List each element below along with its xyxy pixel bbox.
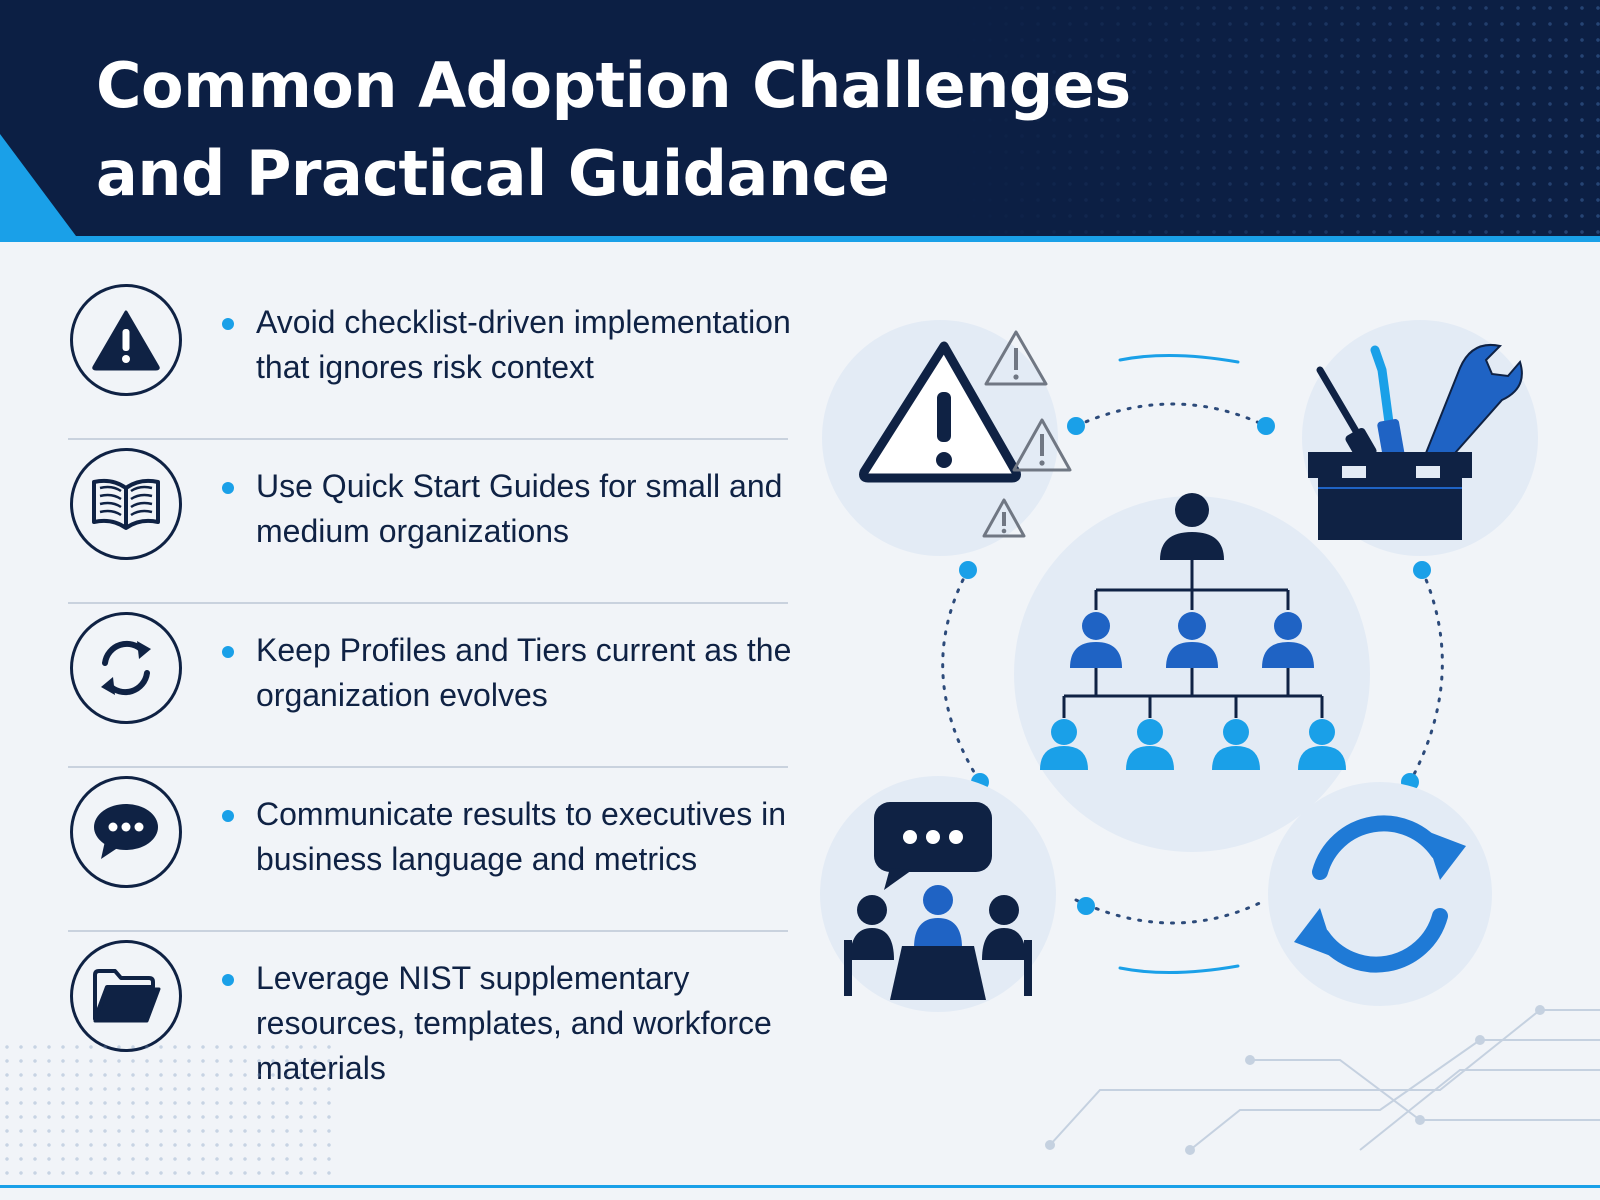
item-text: Leverage NIST supplementary resources, t…	[256, 960, 772, 1086]
bullet-dot	[222, 810, 234, 822]
org-chart-icon	[1014, 493, 1370, 852]
header-banner: Common Adoption Challenges and Practical…	[0, 0, 1600, 236]
refresh-cycle-icon	[1268, 782, 1492, 1006]
divider	[68, 602, 788, 604]
item-text: Use Quick Start Guides for small and med…	[256, 468, 783, 549]
bullet-dot	[222, 318, 234, 330]
circuit-lines-decoration	[1045, 1005, 1600, 1155]
bullet-dot	[222, 482, 234, 494]
item-text: Avoid checklist-driven implementation th…	[256, 304, 791, 385]
open-book-icon	[70, 448, 182, 560]
bullet-dot	[222, 646, 234, 658]
title-line-2: and Practical Guidance	[96, 137, 890, 210]
diagram-connectors	[941, 353, 1444, 975]
list-item: Avoid checklist-driven implementation th…	[68, 276, 791, 440]
page-title: Common Adoption Challenges and Practical…	[96, 42, 1131, 218]
folder-icon	[70, 940, 182, 1052]
list-item: Communicate results to executives in bus…	[68, 768, 788, 932]
team-meeting-icon	[820, 776, 1056, 1012]
header-underline	[0, 236, 1600, 242]
refresh-cycle-icon	[70, 612, 182, 724]
chat-bubble-icon	[70, 776, 182, 888]
list-item: Keep Profiles and Tiers current as the o…	[68, 604, 791, 768]
divider	[68, 930, 788, 932]
toolbox-icon	[1302, 320, 1538, 556]
divider	[68, 766, 788, 768]
header-dot-pattern	[950, 0, 1600, 236]
guidance-cycle-diagram	[820, 320, 1538, 1012]
list-item: Use Quick Start Guides for small and med…	[68, 440, 788, 604]
list-item: Leverage NIST supplementary resources, t…	[68, 932, 788, 1122]
item-text: Keep Profiles and Tiers current as the o…	[256, 632, 792, 713]
warning-signs-icon	[822, 320, 1072, 556]
item-text: Communicate results to executives in bus…	[256, 796, 786, 877]
footer-line	[0, 1185, 1600, 1188]
header-accent-shape	[0, 134, 76, 236]
divider	[68, 438, 788, 440]
background-dot-grid	[0, 1040, 340, 1180]
guidance-list: Avoid checklist-driven implementation th…	[68, 276, 791, 1122]
bullet-dot	[222, 974, 234, 986]
title-line-1: Common Adoption Challenges	[96, 49, 1131, 122]
warning-triangle-icon	[70, 284, 182, 396]
